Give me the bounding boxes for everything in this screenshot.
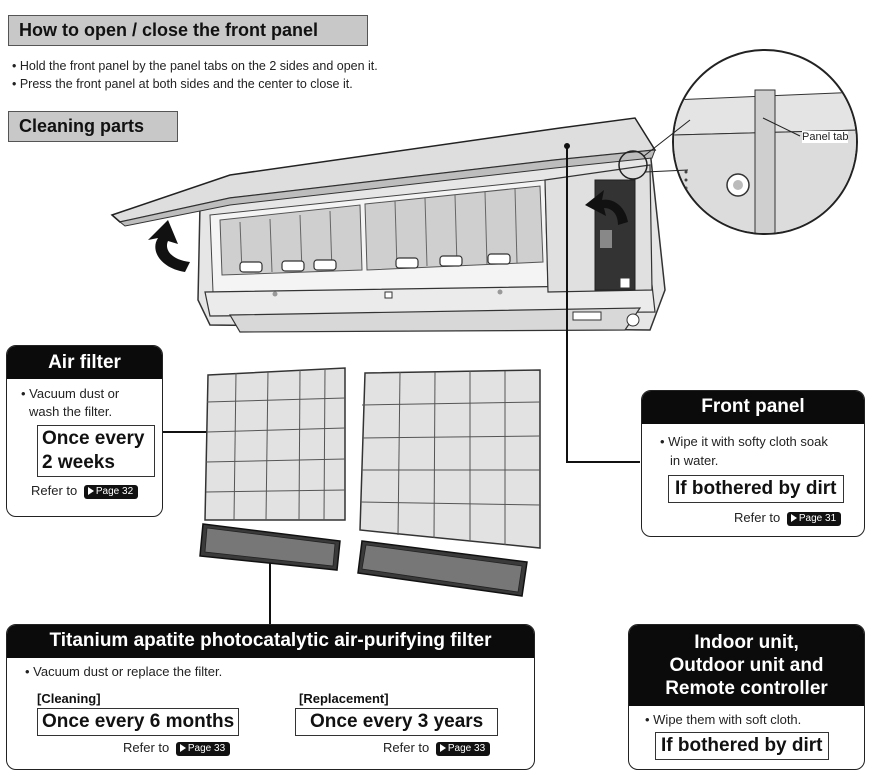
indoor-outdoor-remote-header: Indoor unit, Outdoor unit and Remote con… — [629, 625, 864, 706]
air-filter-text-2: wash the filter. — [29, 404, 113, 419]
replacement-label: [Replacement] — [299, 691, 389, 706]
front-panel-reference: Refer to Page 31 — [734, 510, 864, 526]
open-arrow-right-icon — [585, 190, 628, 225]
front-panel-callout-line — [566, 146, 640, 463]
panel-tab-zoom — [672, 49, 858, 235]
air-filter-reference: Refer to Page 32 — [31, 483, 162, 499]
air-filter-card: Air filter • Vacuum dust or wash the fil… — [6, 345, 163, 517]
section-title-open-close: How to open / close the front panel — [8, 15, 368, 46]
front-panel-card: Front panel • Wipe it with softy cloth s… — [641, 390, 865, 537]
indoor-frequency: If bothered by dirt — [655, 732, 829, 760]
cleaning-label: [Cleaning] — [37, 691, 101, 706]
open-arrow-left-icon — [148, 220, 190, 272]
replacement-reference: Refer to Page 33 — [383, 740, 498, 756]
air-filter-header: Air filter — [7, 346, 162, 379]
section-title-cleaning: Cleaning parts — [8, 111, 178, 142]
front-panel-frequency: If bothered by dirt — [668, 475, 844, 503]
titanium-filter-text: • Vacuum dust or replace the filter. — [25, 664, 223, 679]
cleaning-reference: Refer to Page 33 — [123, 740, 239, 756]
titanium-filter-header: Titanium apatite photocatalytic air-puri… — [7, 625, 534, 658]
air-filter-text-1: • Vacuum dust or — [21, 386, 120, 401]
indoor-unit-drawing — [110, 117, 666, 333]
instruction-open: • Hold the front panel by the panel tabs… — [12, 59, 378, 73]
titanium-filter-drawing — [199, 523, 528, 597]
open-close-instructions: • Hold the front panel by the panel tabs… — [12, 57, 378, 93]
air-filter-frequency: Once every 2 weeks — [37, 425, 155, 477]
front-panel-header: Front panel — [642, 391, 864, 424]
page-33-cleaning-link[interactable]: Page 33 — [175, 741, 231, 756]
page-31-link[interactable]: Page 31 — [786, 511, 842, 526]
panel-tab-label: Panel tab — [802, 131, 849, 143]
indoor-text: • Wipe them with soft cloth. — [645, 712, 802, 727]
front-panel-text-2: in water. — [670, 453, 719, 468]
front-panel-text-1: • Wipe it with softy cloth soak — [660, 434, 828, 449]
indoor-outdoor-remote-card: Indoor unit, Outdoor unit and Remote con… — [628, 624, 865, 770]
titanium-filter-card: Titanium apatite photocatalytic air-puri… — [6, 624, 535, 770]
page-32-link[interactable]: Page 32 — [83, 484, 139, 499]
cleaning-frequency: Once every 6 months — [37, 708, 240, 736]
air-filter-drawing — [204, 367, 541, 549]
page-33-replacement-link[interactable]: Page 33 — [435, 741, 491, 756]
replacement-frequency: Once every 3 years — [295, 708, 499, 736]
instruction-close: • Press the front panel at both sides an… — [12, 77, 353, 91]
